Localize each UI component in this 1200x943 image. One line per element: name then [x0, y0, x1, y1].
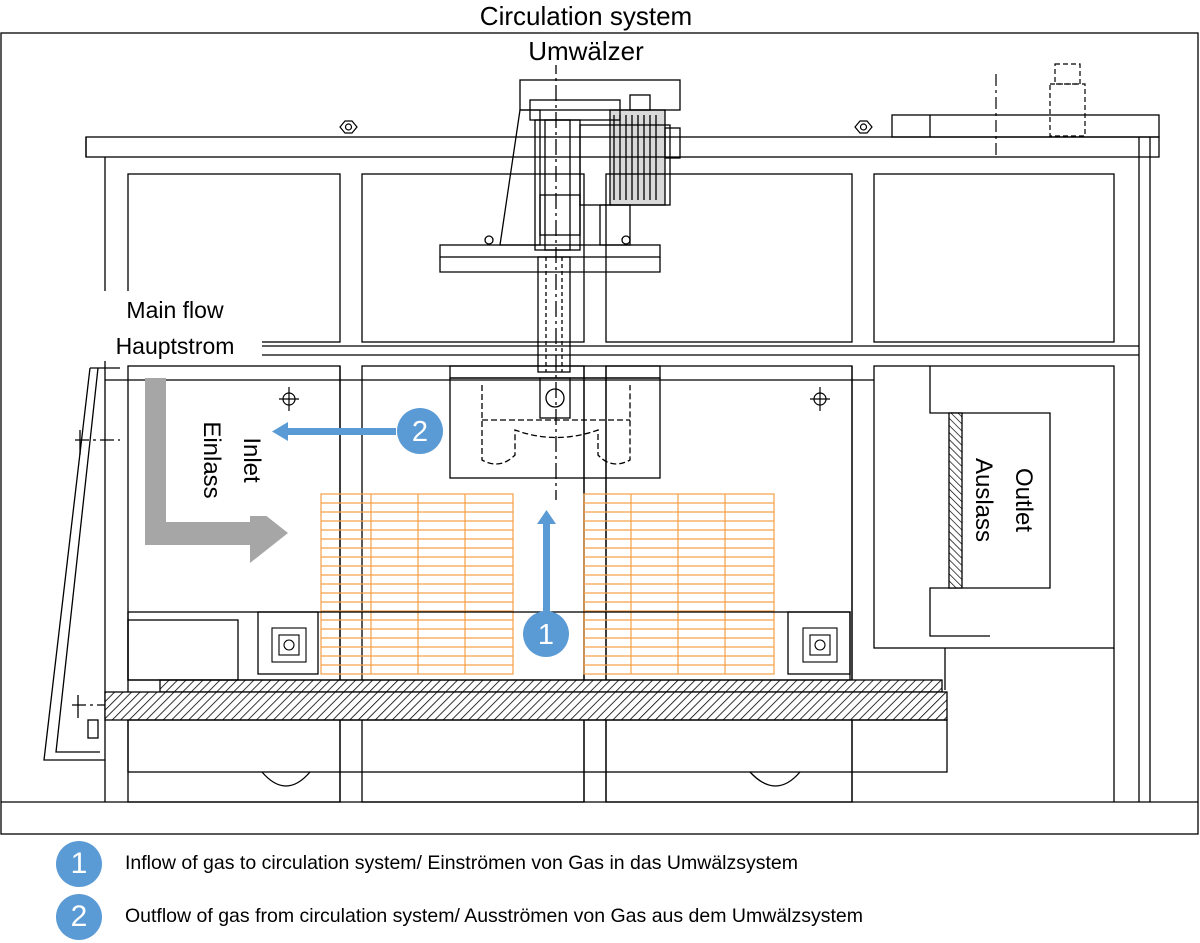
legend-badge-1: 1 [56, 841, 102, 887]
outlet-label-de: Auslass [970, 458, 997, 542]
marker-2: 2 [397, 408, 443, 454]
outlet-duct [929, 366, 1115, 802]
crosshair-left-icon [279, 387, 299, 411]
marker-1: 1 [523, 611, 569, 657]
load-right [583, 493, 775, 675]
bolt-left-icon [339, 120, 358, 134]
main-flow-arrow [145, 378, 288, 563]
main-flow-label-en: Main flow [126, 297, 224, 323]
legend-item-2: 2 Outflow of gas from circulation system… [0, 894, 1200, 940]
main-flow-label-de: Hauptstrom [116, 333, 235, 359]
load-left [320, 493, 514, 675]
outflow-arrow [272, 422, 396, 441]
gear-right-icon [802, 627, 838, 663]
svg-text:2: 2 [412, 416, 428, 448]
inlet-label-en: Inlet [238, 437, 265, 483]
door [43, 367, 120, 761]
furnace-diagram: 1 2 Circulation system Umwälzer Main flo… [0, 1, 1199, 835]
circulation-motor [439, 58, 681, 500]
title-en: Circulation system [480, 1, 692, 31]
inflow-arrow [537, 510, 556, 614]
legend-item-1: 1 Inflow of gas to circulation system/ E… [0, 841, 1200, 887]
trolley [104, 611, 948, 787]
crosshair-right-icon [810, 387, 830, 411]
title-de: Umwälzer [528, 36, 644, 66]
lifting-eye [995, 63, 1086, 155]
gear-left-icon [271, 627, 307, 663]
bolt-right-icon [854, 120, 873, 134]
legend-badge-2: 2 [56, 894, 102, 940]
svg-text:1: 1 [538, 619, 554, 651]
legend-text-2: Outflow of gas from circulation system/ … [125, 905, 864, 927]
outlet-label-en: Outlet [1010, 468, 1037, 532]
legend-text-1: Inflow of gas to circulation system/ Ein… [125, 852, 798, 874]
inlet-label-de: Einlass [198, 421, 225, 498]
